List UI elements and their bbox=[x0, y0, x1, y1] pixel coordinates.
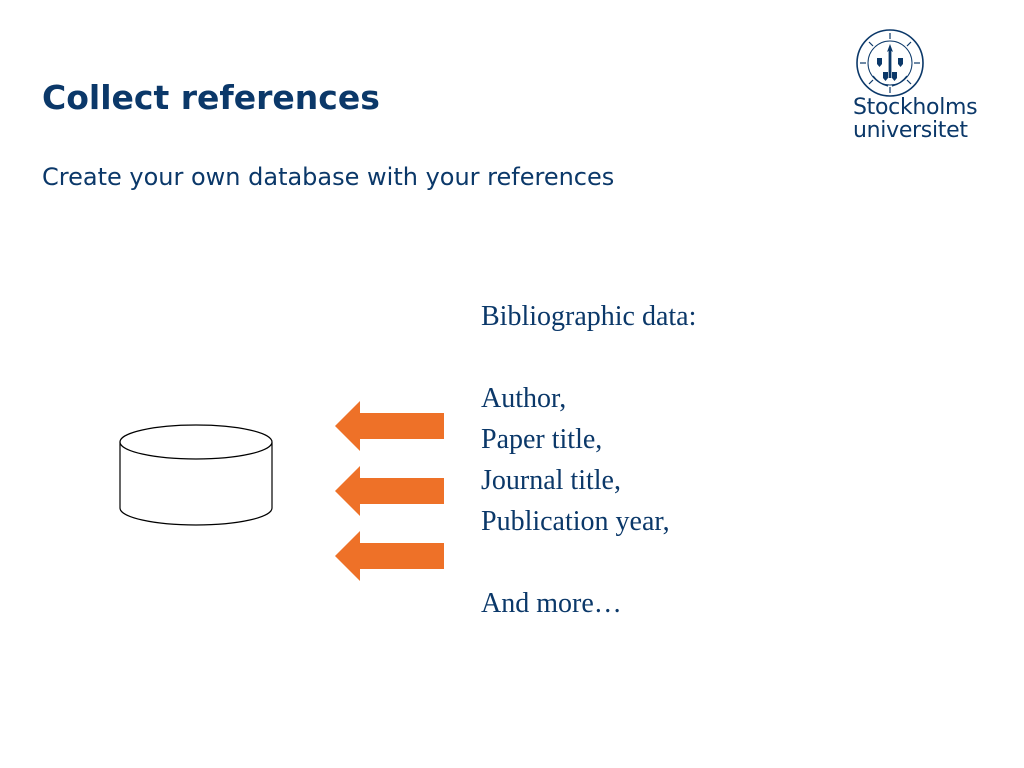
logo-name-line-1: Stockholms bbox=[853, 95, 978, 120]
university-seal-icon bbox=[856, 29, 924, 97]
university-logo: Stockholms universitet bbox=[850, 28, 1000, 148]
spacer bbox=[481, 542, 696, 583]
list-item: Publication year, bbox=[481, 506, 670, 537]
arrow-left-icon bbox=[335, 401, 444, 451]
logo-name-line-2: universitet bbox=[853, 118, 968, 143]
spacer bbox=[481, 337, 696, 378]
bibliographic-heading: Bibliographic data: bbox=[481, 301, 697, 332]
bibliographic-data-list: Bibliographic data: Author, Paper title,… bbox=[481, 296, 696, 624]
arrow-left-icon bbox=[335, 466, 444, 516]
database-cylinder-icon bbox=[119, 424, 273, 526]
arrow-group bbox=[335, 401, 444, 581]
arrow-left-icon bbox=[335, 531, 444, 581]
list-item: Author, bbox=[481, 383, 567, 414]
list-item: Journal title, bbox=[481, 465, 621, 496]
slide-title: Collect references bbox=[42, 78, 380, 117]
list-item-more: And more… bbox=[481, 588, 622, 619]
list-item: Paper title, bbox=[481, 424, 603, 455]
logo-wordmark: Stockholms universitet bbox=[853, 95, 978, 143]
slide-subtitle: Create your own database with your refer… bbox=[42, 163, 615, 191]
